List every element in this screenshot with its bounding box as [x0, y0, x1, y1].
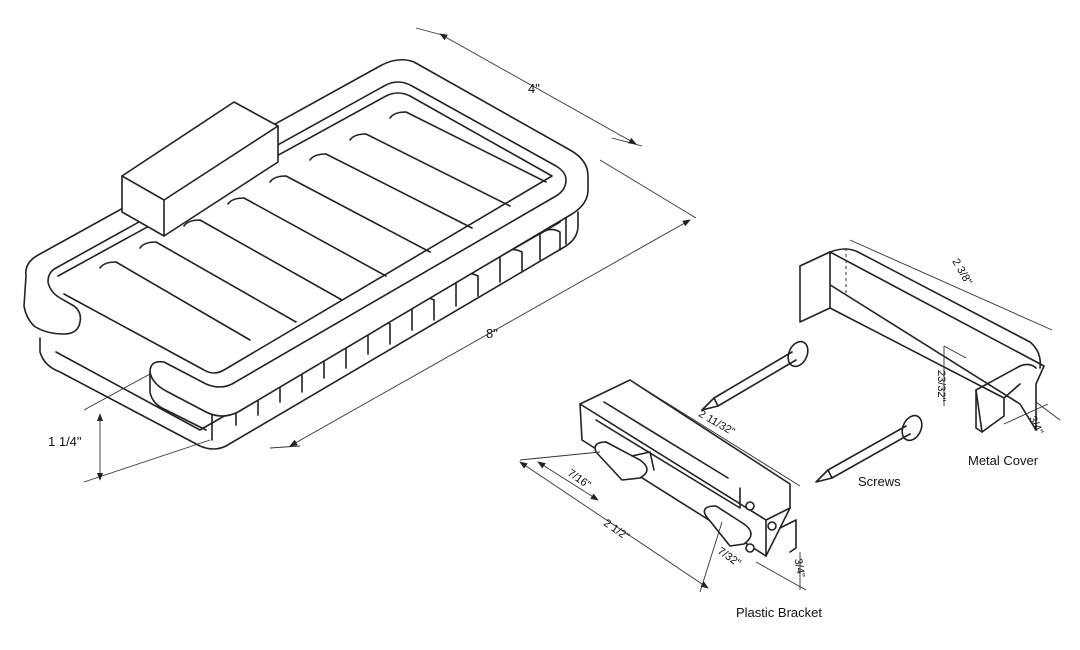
- mount-block: [121, 101, 279, 237]
- bracket-spacing-label: 2 1/2": [601, 517, 631, 543]
- plastic-bracket-label: Plastic Bracket: [736, 605, 822, 620]
- basket-outer-rim: [23, 58, 589, 417]
- basket-length-label: 8": [486, 326, 498, 341]
- bracket-height-label: 3/4": [792, 558, 807, 579]
- basket-width-label: 4": [528, 81, 540, 96]
- basket-height-label: 1 1/4": [48, 434, 82, 449]
- basket-floor-wires: [99, 111, 547, 341]
- dimension-basket-length: [269, 159, 697, 449]
- dimension-cover-depth: [1003, 401, 1061, 425]
- cover-depth-label: 3/4": [1026, 414, 1045, 437]
- basket-inner-rim: [57, 92, 553, 374]
- dimension-basket-height: [83, 373, 211, 483]
- metal-cover-label: Metal Cover: [968, 453, 1039, 468]
- screws-label: Screws: [858, 474, 901, 489]
- screw-lower: [815, 414, 923, 483]
- dimension-bracket-length: [629, 379, 801, 487]
- cover-height-label: 23/32": [935, 370, 947, 402]
- dimension-bracket-slot: [537, 461, 599, 501]
- dimension-bracket-height: [755, 552, 807, 591]
- basket-front-tube: [149, 371, 207, 431]
- metal-cover: [799, 248, 1045, 433]
- soap-basket: [23, 58, 589, 450]
- dimension-cover-length: [849, 239, 1053, 331]
- cover-length-label: 2 3/8": [949, 257, 974, 288]
- dimension-basket-width: [415, 27, 643, 147]
- screw-upper: [701, 340, 809, 411]
- bracket-hole-label: 7/32": [715, 545, 743, 569]
- dimension-cover-height: [943, 345, 967, 406]
